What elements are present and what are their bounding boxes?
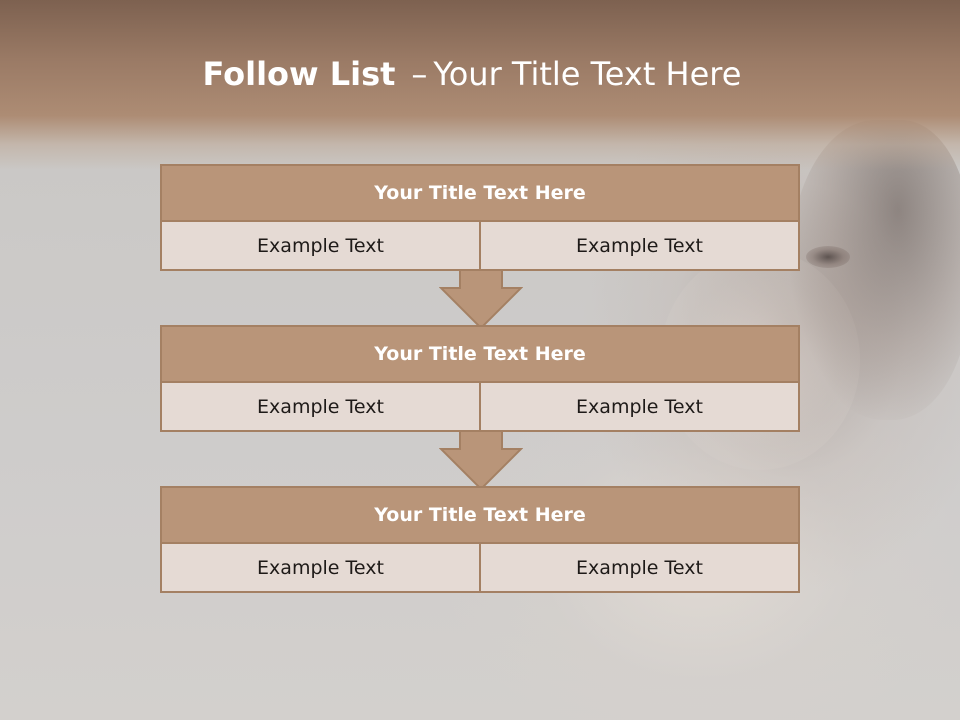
slide-title: Follow List–Your Title Text Here bbox=[0, 52, 944, 96]
step-cell-left: Example Text bbox=[162, 544, 479, 591]
down-arrow-icon bbox=[439, 431, 523, 491]
header-band bbox=[0, 0, 960, 170]
step-box-2: Your Title Text Here Example Text Exampl… bbox=[160, 325, 800, 432]
step-cell-right: Example Text bbox=[479, 544, 798, 591]
background-photo-face bbox=[790, 120, 960, 420]
step-cell-left: Example Text bbox=[162, 222, 479, 269]
down-arrow-icon bbox=[439, 270, 523, 330]
step-cell-left: Example Text bbox=[162, 383, 479, 430]
step-cell-right: Example Text bbox=[479, 222, 798, 269]
slide-title-rest: Your Title Text Here bbox=[433, 55, 742, 93]
step-row: Example Text Example Text bbox=[162, 222, 798, 269]
step-box-3: Your Title Text Here Example Text Exampl… bbox=[160, 486, 800, 593]
step-title: Your Title Text Here bbox=[162, 488, 798, 544]
step-cell-right: Example Text bbox=[479, 383, 798, 430]
step-row: Example Text Example Text bbox=[162, 544, 798, 591]
background-photo-eye bbox=[806, 246, 850, 268]
step-row: Example Text Example Text bbox=[162, 383, 798, 430]
slide-title-separator: – bbox=[411, 55, 428, 93]
slide-title-strong: Follow List bbox=[202, 55, 396, 93]
step-box-1: Your Title Text Here Example Text Exampl… bbox=[160, 164, 800, 271]
step-title: Your Title Text Here bbox=[162, 166, 798, 222]
step-title: Your Title Text Here bbox=[162, 327, 798, 383]
